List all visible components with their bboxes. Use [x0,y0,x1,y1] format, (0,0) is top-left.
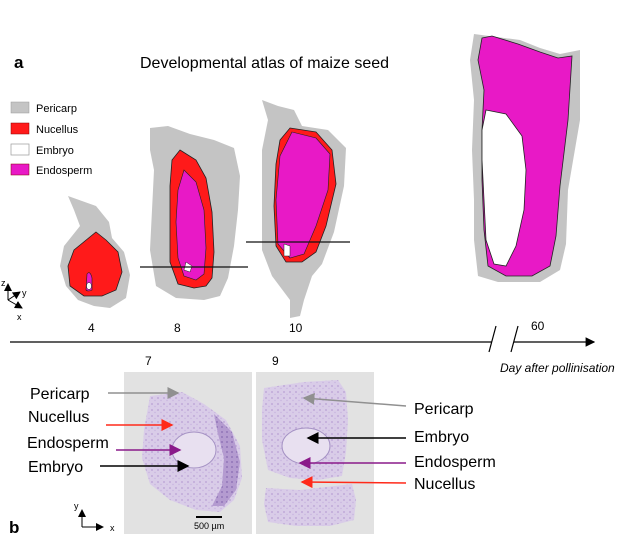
seed-day-4 [60,196,130,308]
axis-y-label: y [22,288,27,298]
legend-swatch-pericarp [10,101,30,114]
legend-label-pericarp: Pericarp [36,103,77,115]
day-label-4: 4 [88,321,95,335]
seed-4-embryo [86,282,92,290]
axis-break-mark-1 [488,325,497,353]
figure-title: Developmental atlas of maize seed [140,55,389,72]
seed-day-8 [140,126,248,300]
legend-label-nucellus: Nucellus [36,124,79,136]
scale-bar-label: 500 µm [194,521,224,531]
micrograph-7-outer-layer [212,414,240,506]
micrograph-day-9 [256,372,374,534]
seed-day-10 [246,100,350,318]
seed-10-endosperm [275,131,331,259]
legend-swatch-embryo [10,143,30,156]
axis-x-label: x [17,312,22,322]
left-label-endosperm: Endosperm [27,435,109,452]
seed-day-60 [470,34,580,282]
left-label-nucellus: Nucellus [28,409,89,426]
day-label-7: 7 [145,354,152,368]
legend-swatch-nucellus [10,122,30,135]
axes-2d-icon: y x [74,501,115,533]
axis-2d-y-label: y [74,501,79,511]
micrograph-9-tissue-bottom [264,484,356,526]
day-label-8: 8 [174,321,181,335]
day-label-10: 10 [289,321,303,335]
axis-break-mark-2 [510,325,519,353]
legend-label-endosperm: Endosperm [36,165,92,177]
left-label-embryo: Embryo [28,459,83,476]
micrograph-day-7: 500 µm [124,372,252,534]
right-label-pericarp: Pericarp [414,401,474,418]
seed-60-embryo [481,109,527,267]
seed-10-embryo [283,243,291,257]
panel-a-label: a [14,53,24,72]
right-label-endosperm: Endosperm [414,454,496,471]
seed-4-nucellus [67,231,123,297]
panel-b-label: b [9,518,19,537]
legend-label-embryo: Embryo [36,145,74,157]
seed-8-endosperm [175,169,207,281]
day-label-9: 9 [272,354,279,368]
micrograph-9-embryo-region [281,427,331,465]
timeline-label: Day after pollinisation [500,361,615,375]
axis-z-label: z [1,278,6,288]
axes-3d-icon: z y x [1,278,27,322]
axis-2d-x-label: x [110,523,115,533]
day-label-60: 60 [531,319,545,333]
legend: Pericarp Nucellus Embryo Endosperm [10,101,92,177]
arrow-pericarp-right [302,392,407,407]
timeline-axis [10,325,596,353]
right-label-nucellus: Nucellus [414,476,475,493]
arrow-nucellus-right [300,476,407,489]
right-label-embryo: Embryo [414,429,469,446]
legend-swatch-endosperm [10,163,30,176]
left-label-pericarp: Pericarp [30,386,90,403]
